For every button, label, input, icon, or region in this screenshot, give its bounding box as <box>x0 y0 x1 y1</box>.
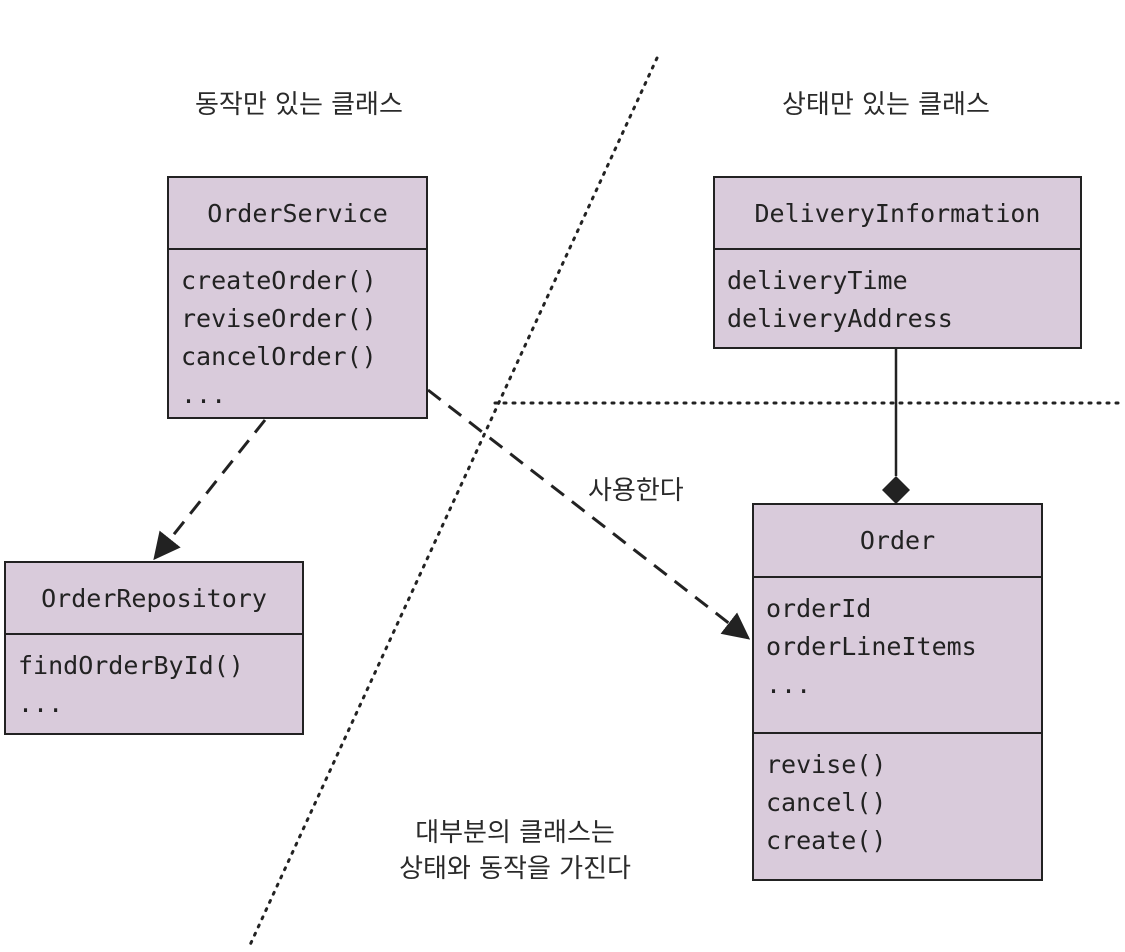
member-row: create() <box>766 826 887 855</box>
class-order-service: OrderService createOrder() reviseOrder()… <box>167 176 428 419</box>
member-row: reviseOrder() <box>181 304 377 333</box>
most-classes-note: 대부분의 클래스는 상태와 동작을 가진다 <box>380 815 650 887</box>
methods-section: createOrder() reviseOrder() cancelOrder(… <box>169 250 426 414</box>
attributes-section: deliveryTime deliveryAddress <box>715 250 1080 338</box>
methods-section: revise() cancel() create() <box>754 732 1041 860</box>
member-row: deliveryTime <box>727 266 908 295</box>
class-name: Order <box>754 505 1041 578</box>
member-row: revise() <box>766 750 887 779</box>
member-row: ... <box>766 670 812 699</box>
dependency-arrow-to-repository <box>153 419 267 561</box>
most-classes-note-line1: 대부분의 클래스는 <box>415 818 615 848</box>
member-row: orderId <box>766 594 872 623</box>
member-row: cancel() <box>766 788 887 817</box>
diagonal-divider-line <box>248 56 659 947</box>
uses-label: 사용한다 <box>588 476 684 506</box>
member-row: createOrder() <box>181 266 377 295</box>
attributes-section: orderId orderLineItems ... <box>754 578 1041 732</box>
member-row: ... <box>181 380 227 409</box>
class-delivery-information: DeliveryInformation deliveryTime deliver… <box>713 176 1082 349</box>
class-name: OrderRepository <box>6 563 302 635</box>
class-name: DeliveryInformation <box>715 178 1080 250</box>
most-classes-note-line2: 상태와 동작을 가진다 <box>399 854 631 884</box>
member-row: findOrderById() <box>18 651 244 680</box>
member-row: orderLineItems <box>766 632 977 661</box>
state-only-label: 상태만 있는 클래스 <box>782 90 990 120</box>
composition-diamond-icon <box>882 476 910 504</box>
methods-section: findOrderById() ... <box>6 635 302 723</box>
class-order: Order orderId orderLineItems ... revise(… <box>752 503 1043 881</box>
class-order-repository: OrderRepository findOrderById() ... <box>4 561 304 735</box>
dependency-arrow-to-order <box>427 388 751 640</box>
behavior-only-label: 동작만 있는 클래스 <box>195 90 403 120</box>
member-row: ... <box>18 689 64 718</box>
member-row: cancelOrder() <box>181 342 377 371</box>
member-row: deliveryAddress <box>727 304 953 333</box>
class-name: OrderService <box>169 178 426 250</box>
